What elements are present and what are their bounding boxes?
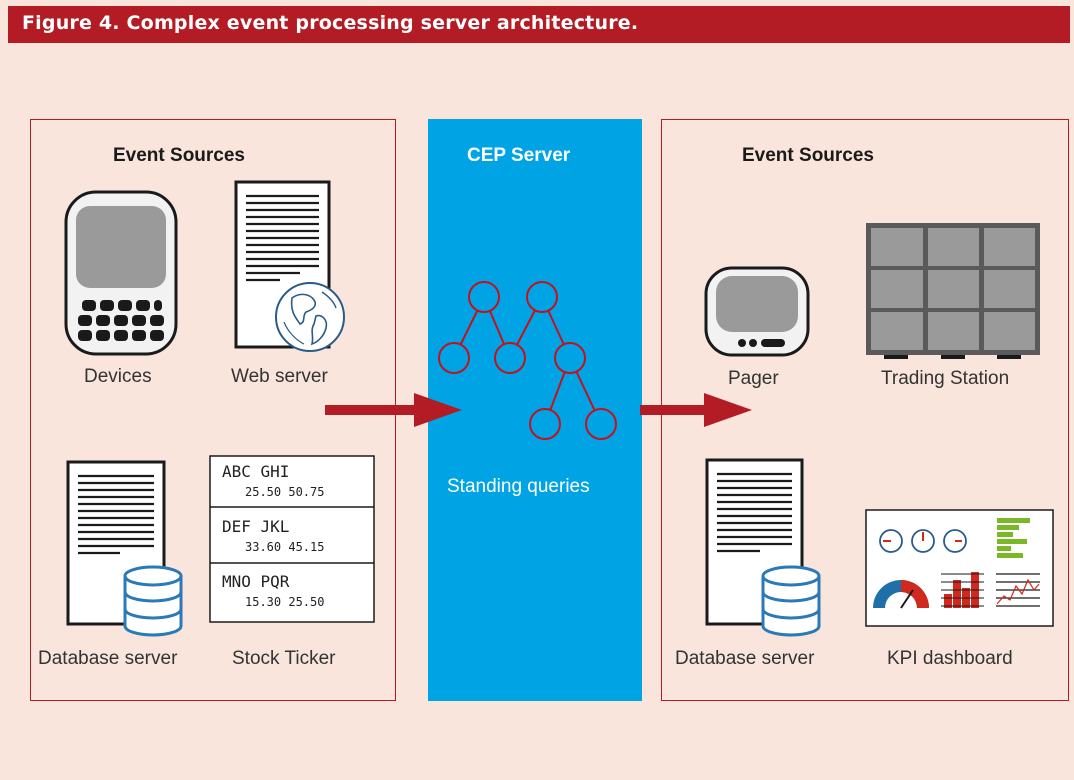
ticker-prices: 25.50 50.75 (245, 485, 325, 499)
ticker-symbols: MNO PQR (222, 572, 290, 591)
database-server-label-right: Database server (675, 648, 815, 669)
ticker-prices: 33.60 45.15 (245, 540, 325, 554)
figure-title-bar: Figure 4. Complex event processing serve… (8, 6, 1070, 43)
ticker-symbols: ABC GHI (222, 462, 290, 481)
database-cylinder-icon-right (761, 565, 821, 637)
kpi-dashboard-label: KPI dashboard (887, 648, 1013, 669)
arrow-into-cep (325, 393, 462, 427)
cep-server-heading: CEP Server (467, 145, 571, 166)
query-node (494, 342, 526, 374)
ticker-symbols: DEF JKL (222, 517, 290, 536)
query-tree-nodes (438, 281, 617, 440)
line-chart-icon (996, 573, 1040, 607)
left-panel-heading: Event Sources (113, 145, 245, 166)
globe-icon (275, 282, 345, 352)
kpi-dashboard-icon (865, 509, 1054, 627)
query-node (554, 342, 586, 374)
query-node (438, 342, 470, 374)
devices-label: Devices (84, 366, 152, 387)
database-server-icon-left (66, 460, 166, 626)
arrow-out-of-cep (640, 393, 752, 427)
web-server-label: Web server (231, 366, 328, 387)
database-cylinder-icon-left (123, 565, 183, 637)
query-node (529, 408, 561, 440)
phone-icon (64, 190, 178, 356)
bar-meter-icon (997, 518, 1030, 558)
right-panel-heading: Event Sources (742, 145, 874, 166)
trading-station-label: Trading Station (881, 368, 1010, 389)
histogram-icon (941, 572, 984, 608)
speedometer-icon (873, 580, 929, 609)
figure-title: Figure 4. Complex event processing serve… (22, 12, 639, 34)
query-node (585, 408, 617, 440)
standing-queries-label: Standing queries (447, 476, 590, 497)
query-node (468, 281, 500, 313)
stock-ticker-icon (209, 455, 375, 623)
pager-label: Pager (728, 368, 779, 389)
trading-station-icon (866, 223, 1040, 359)
stock-ticker-label: Stock Ticker (232, 648, 336, 669)
ticker-prices: 15.30 25.50 (245, 595, 325, 609)
query-node (526, 281, 558, 313)
database-server-label-left: Database server (38, 648, 178, 669)
pager-icon (704, 266, 810, 357)
